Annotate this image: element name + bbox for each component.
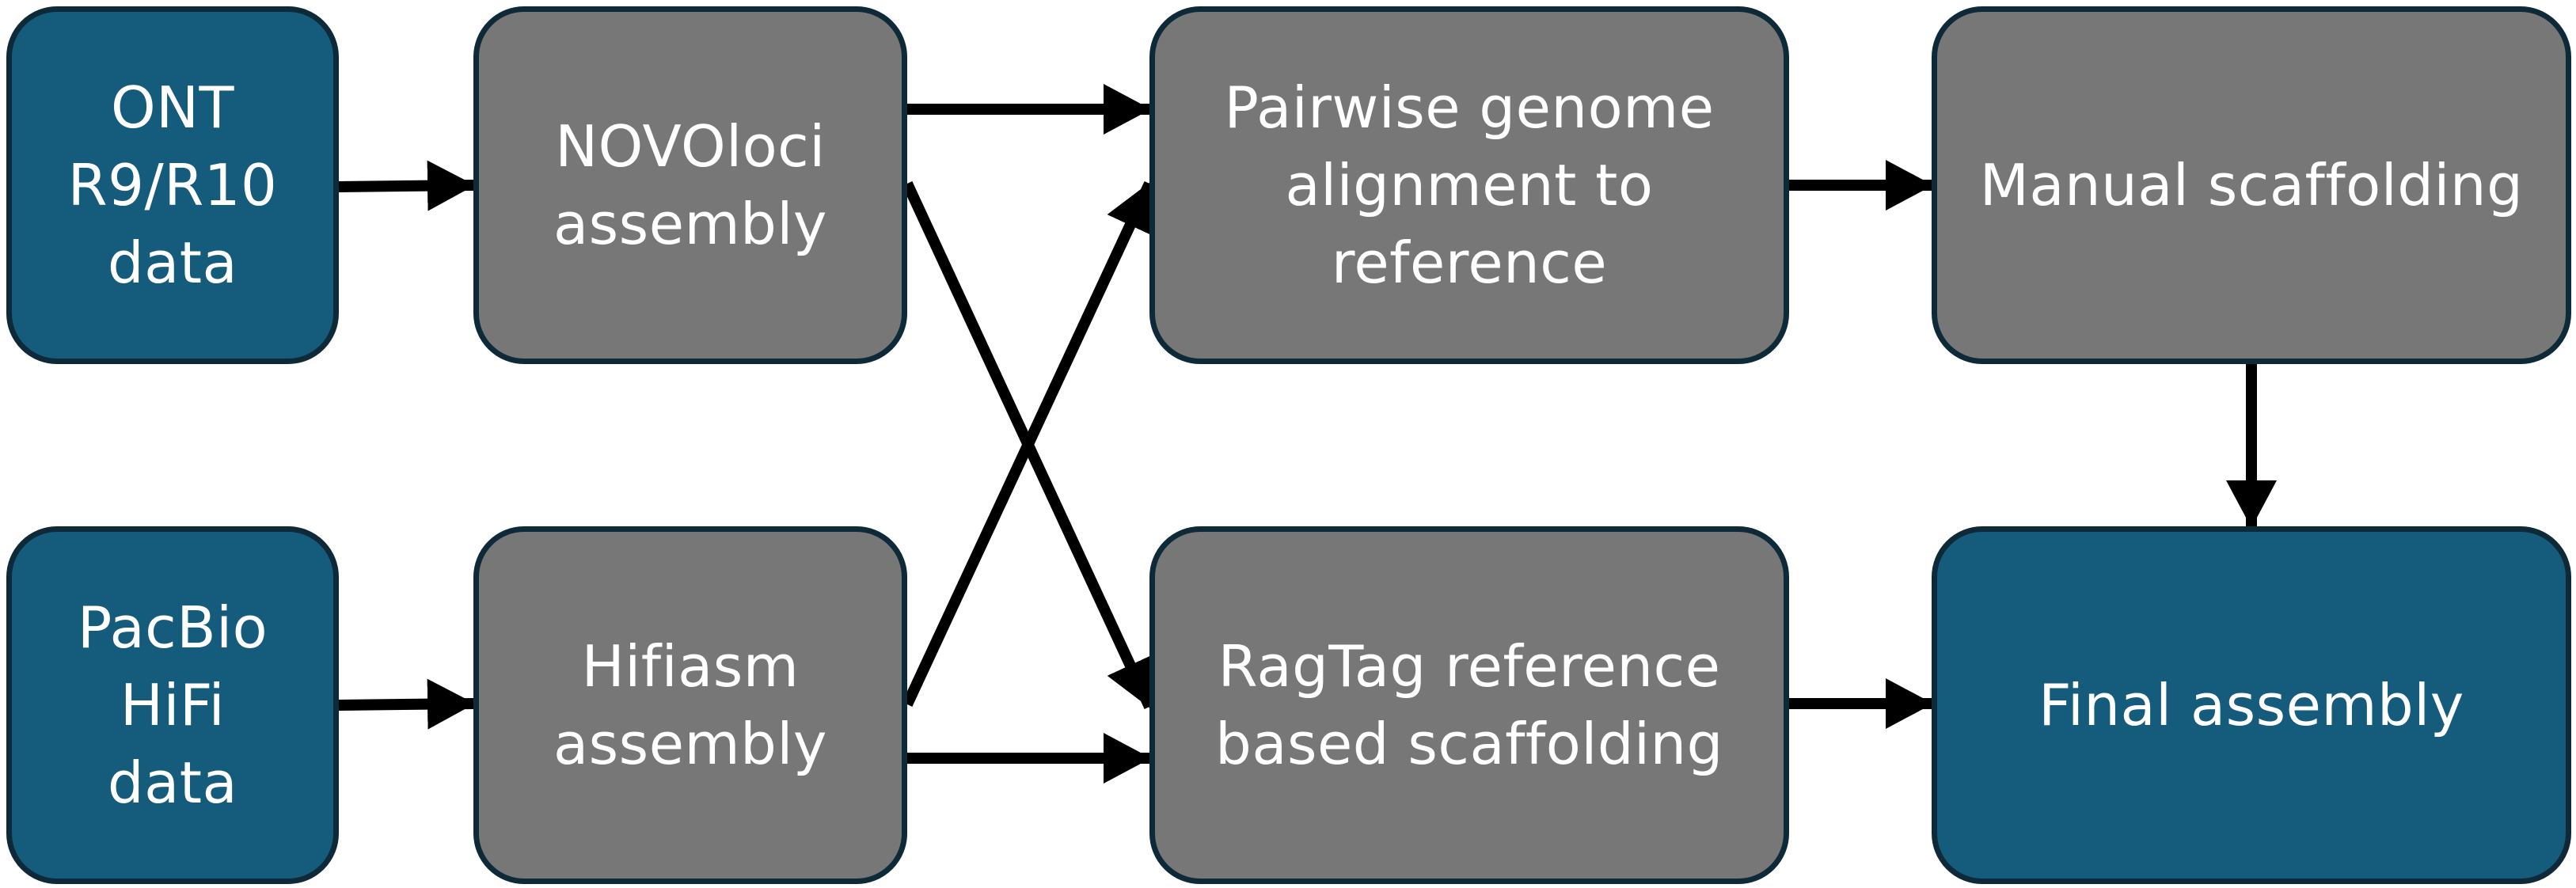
ragtag-scaffolding-label: RagTag reference based scaffolding — [1215, 633, 1723, 777]
hifiasm-assembly-label: Hifiasm assembly — [553, 633, 827, 777]
arrow-hifiasm-to-pairwise — [902, 181, 1155, 707]
hifiasm-assembly-node: Hifiasm assembly — [473, 526, 907, 884]
arrow-ont-to-novoloci — [338, 160, 475, 211]
manual-scaffolding-label: Manual scaffolding — [1979, 152, 2524, 218]
pairwise-alignment-node: Pairwise genome alignment to reference — [1149, 6, 1789, 364]
ont-data-label: ONT R9/R10 data — [67, 74, 278, 296]
manual-scaffolding-node: Manual scaffolding — [1932, 6, 2571, 364]
ragtag-scaffolding-node: RagTag reference based scaffolding — [1149, 526, 1789, 884]
arrow-pacbio-to-hifiasm — [338, 678, 475, 730]
novoloci-assembly-label: NOVOloci assembly — [553, 113, 827, 257]
pairwise-alignment-label: Pairwise genome alignment to reference — [1224, 74, 1715, 296]
pacbio-data-label: PacBio HiFi data — [77, 594, 268, 816]
final-assembly-label: Final assembly — [2038, 672, 2464, 738]
pacbio-data-node: PacBio HiFi data — [6, 526, 339, 884]
ont-data-node: ONT R9/R10 data — [6, 6, 339, 364]
novoloci-assembly-node: NOVOloci assembly — [473, 6, 907, 364]
final-assembly-node: Final assembly — [1932, 526, 2571, 884]
